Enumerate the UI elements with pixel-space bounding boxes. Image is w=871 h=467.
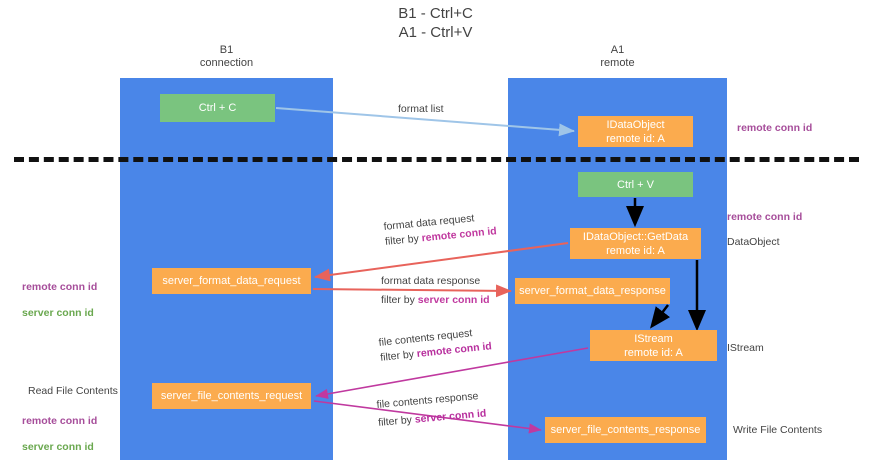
filter-prefix: filter by [381,294,418,306]
filter-prefix: filter by [384,232,423,248]
label-left-conn-ids-bottom: remote conn id server conn id [22,402,97,467]
label-left-server-conn-id: server conn id [22,307,94,319]
connector-file-contents-request [315,347,589,399]
node-server-format-data-response[interactable]: server_format_data_response [515,278,670,304]
connector-format-data-request [314,242,569,282]
node-istream[interactable]: IStream remote id: A [590,330,717,361]
connector-format-data-response [312,284,512,298]
node-server-format-data-request[interactable]: server_format_data_request [152,268,311,294]
edge-label-format-list-text: format list [398,103,444,115]
label-read-file-contents: Read File Contents [28,385,118,397]
column-header-b1: B1 connection [199,44,254,69]
label-left-remote-conn-id: remote conn id [22,281,98,293]
section-divider [14,157,859,162]
label-write-file-contents: Write File Contents [733,424,823,436]
page-title: B1 - Ctrl+C A1 - Ctrl+V [398,5,473,41]
label-istream: IStream [727,342,764,354]
edge-label-format-list: format list [398,102,444,117]
connector-response-istream [650,304,671,329]
node-server-file-contents-response[interactable]: server_file_contents_response [545,417,706,443]
filter-prefix: filter by [377,413,416,429]
label-dataobject: DataObject [727,236,780,248]
connector-format-list [275,107,575,137]
node-server-file-contents-request[interactable]: server_file_contents_request [152,383,311,409]
node-ctrl-v[interactable]: Ctrl + V [578,172,693,197]
node-idataobject-getdata[interactable]: IDataObject::GetData remote id: A [570,228,701,259]
column-header-a1: A1 remote [600,44,635,69]
edge-label-format-data-response-text: format data response [381,275,481,287]
node-ctrl-c[interactable]: Ctrl + C [160,94,275,122]
edge-label-format-data-response: format data response filter by server co… [381,274,490,308]
filter-value: server conn id [417,294,490,306]
label-left-conn-ids-top: remote conn id server conn id [22,268,97,333]
edge-label-format-data-response-filter: filter by server conn id [381,293,490,308]
label-left-server-conn-id-2: server conn id [22,441,94,453]
label-remote-conn-id-top: remote conn id [737,122,813,134]
filter-prefix: filter by [379,348,418,364]
node-idataobject[interactable]: IDataObject remote id: A [578,116,693,147]
label-left-remote-conn-id-2: remote conn id [22,415,98,427]
label-remote-conn-id-mid: remote conn id [727,211,803,223]
connector-file-contents-response [313,400,542,434]
